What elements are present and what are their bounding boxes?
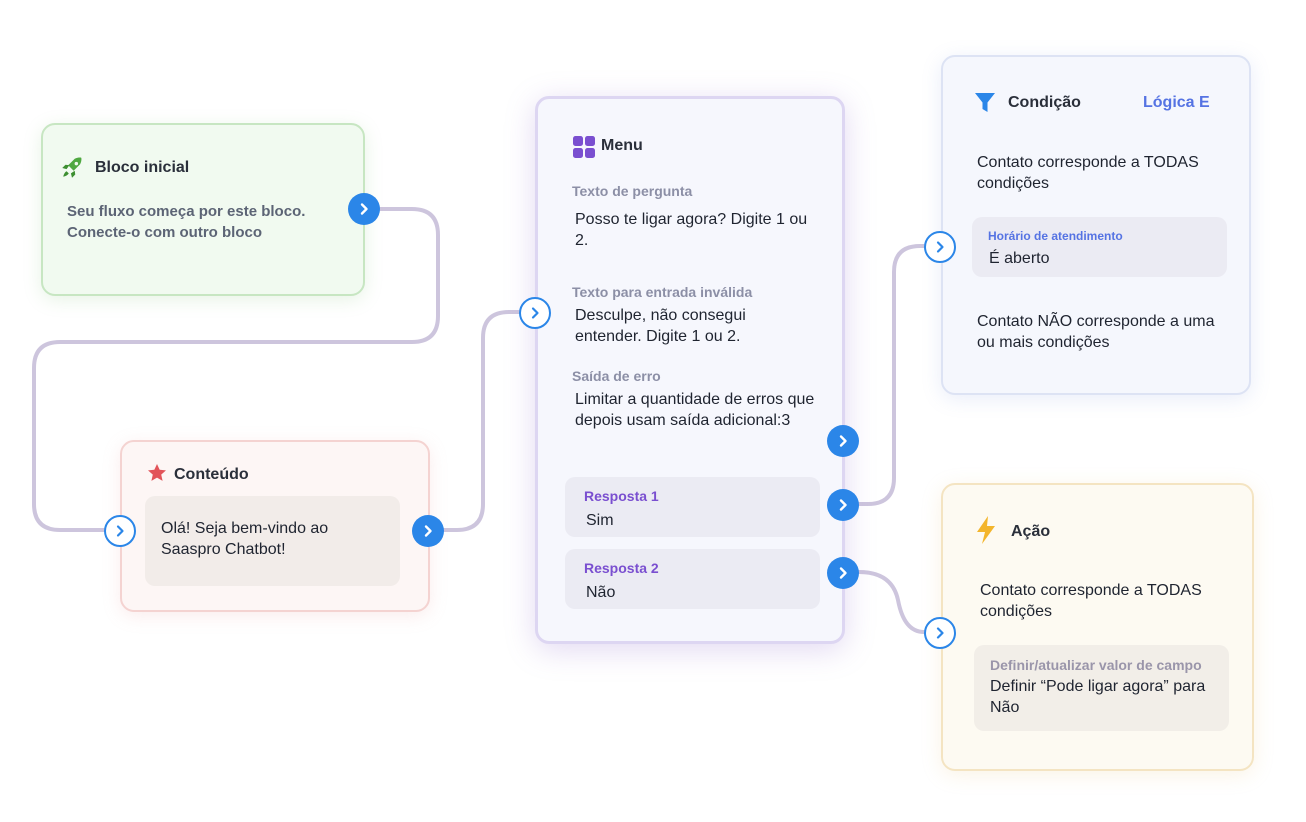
- answer-1-output-port[interactable]: [827, 489, 859, 521]
- condition-field-box[interactable]: Horário de atendimento É aberto: [972, 217, 1227, 277]
- chevron-right-icon: [936, 241, 944, 253]
- content-input-port[interactable]: [104, 515, 136, 547]
- condition-block-title: Condição: [1008, 94, 1081, 111]
- answer-2-label: Resposta 2: [584, 560, 659, 576]
- chevron-right-icon: [839, 567, 847, 579]
- condition-field-label: Horário de atendimento: [988, 229, 1123, 243]
- logic-label[interactable]: Lógica E: [1143, 94, 1210, 111]
- chevron-right-icon: [839, 435, 847, 447]
- content-block-title: Conteúdo: [174, 466, 249, 483]
- chevron-right-icon: [424, 525, 432, 537]
- condition-all-text: Contato corresponde a TODAS condições: [977, 154, 1199, 192]
- wire-content-to-menu: [441, 310, 521, 532]
- action-all-text: Contato corresponde a TODAS condições: [980, 582, 1202, 620]
- action-block-title: Ação: [1011, 523, 1051, 540]
- chevron-right-icon: [839, 499, 847, 511]
- action-input-port[interactable]: [924, 617, 956, 649]
- chevron-right-icon: [360, 203, 368, 215]
- grid-icon: [572, 135, 596, 164]
- action-field-label: Definir/atualizar valor de campo: [990, 657, 1202, 673]
- start-block-description: Seu fluxo começa por este bloco. Conecte…: [67, 203, 306, 241]
- answer-2-value: Não: [586, 584, 616, 601]
- content-block[interactable]: Conteúdo Olá! Seja bem-vindo ao Saaspro …: [120, 440, 430, 612]
- error-output-port[interactable]: [827, 425, 859, 457]
- rocket-icon: [59, 155, 85, 186]
- answer-1-label: Resposta 1: [584, 488, 659, 504]
- chevron-right-icon: [936, 627, 944, 639]
- content-message-box[interactable]: Olá! Seja bem-vindo ao Saaspro Chatbot!: [145, 496, 400, 586]
- action-field-box[interactable]: Definir/atualizar valor de campo Definir…: [974, 645, 1229, 731]
- menu-input-port[interactable]: [519, 297, 551, 329]
- invalid-input-text: Desculpe, não consegui entender. Digite …: [575, 307, 746, 345]
- content-message: Olá! Seja bem-vindo ao Saaspro Chatbot!: [161, 520, 329, 558]
- filter-icon: [973, 91, 997, 120]
- star-icon: [146, 462, 168, 489]
- error-output-text: Limitar a quantidade de erros que depois…: [575, 391, 815, 429]
- condition-not-text: Contato NÃO corresponde a uma ou mais co…: [977, 313, 1215, 351]
- question-label: Texto de pergunta: [572, 183, 693, 199]
- wire-answer1-to-condition: [857, 244, 926, 506]
- condition-field-value: É aberto: [989, 250, 1050, 267]
- start-block-title: Bloco inicial: [95, 159, 190, 176]
- lightning-icon: [975, 515, 997, 550]
- menu-block-title: Menu: [601, 137, 643, 154]
- answer-2-box[interactable]: Resposta 2 Não: [565, 549, 820, 609]
- question-text: Posso te ligar agora? Digite 1 ou 2.: [575, 211, 808, 249]
- wire-start-to-content: [32, 207, 440, 532]
- answer-2-output-port[interactable]: [827, 557, 859, 589]
- menu-block[interactable]: Menu Texto de pergunta Posso te ligar ag…: [535, 96, 845, 644]
- action-field-value: Definir “Pode ligar agora” para Não: [990, 678, 1206, 716]
- chevron-right-icon: [531, 307, 539, 319]
- content-output-port[interactable]: [412, 515, 444, 547]
- answer-1-box[interactable]: Resposta 1 Sim: [565, 477, 820, 537]
- invalid-input-label: Texto para entrada inválida: [572, 284, 753, 300]
- start-block[interactable]: Bloco inicial Seu fluxo começa por este …: [41, 123, 365, 296]
- answer-1-value: Sim: [586, 512, 614, 529]
- wire-answer2-to-action: [857, 570, 926, 634]
- condition-input-port[interactable]: [924, 231, 956, 263]
- error-output-label: Saída de erro: [572, 368, 661, 384]
- chevron-right-icon: [116, 525, 124, 537]
- condition-block[interactable]: Condição Lógica E Contato corresponde a …: [941, 55, 1251, 395]
- start-output-port[interactable]: [348, 193, 380, 225]
- action-block[interactable]: Ação Contato corresponde a TODAS condiçõ…: [941, 483, 1254, 771]
